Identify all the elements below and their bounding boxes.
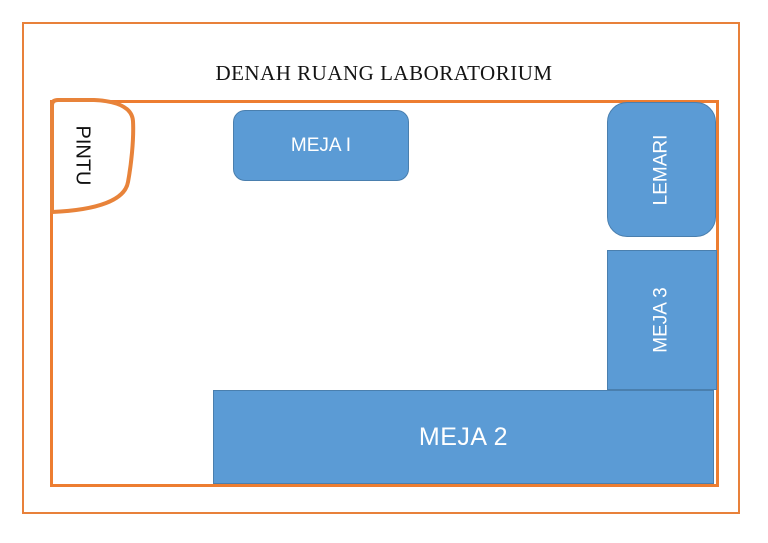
door-label-wrap: PINTU <box>42 115 122 195</box>
door-arc-path <box>50 98 136 214</box>
page-title: DENAH RUANG LABORATORIUM <box>215 61 553 85</box>
table-2-label: MEJA 2 <box>418 422 509 451</box>
table-3-block: MEJA 3 <box>607 250 717 390</box>
table-1-label: MEJA I <box>290 134 352 156</box>
door-label: PINTU <box>71 125 94 185</box>
door-shape <box>50 98 136 214</box>
room-outline <box>50 100 719 487</box>
table-3-label: MEJA 3 <box>650 287 672 353</box>
cabinet-label: LEMARI <box>650 134 672 205</box>
table-2-block: MEJA 2 <box>213 390 714 484</box>
table-1-block: MEJA I <box>233 110 409 181</box>
cabinet-block: LEMARI <box>607 102 716 237</box>
outer-border-frame <box>22 22 740 514</box>
